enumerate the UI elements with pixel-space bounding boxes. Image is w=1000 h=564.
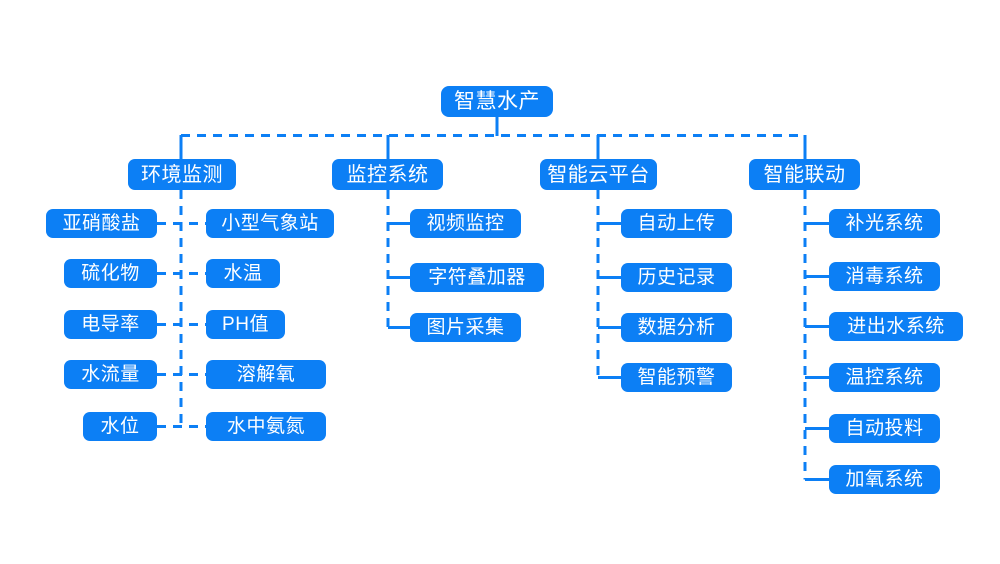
node-leaf-jinchushui-xitong[interactable]: 进出水系统 [829, 312, 963, 341]
node-leaf-jiayang-xitong[interactable]: 加氧系统 [829, 465, 940, 494]
node-leaf-rongjieyang[interactable]: 溶解氧 [206, 360, 326, 389]
node-leaf-shuiwen[interactable]: 水温 [206, 259, 280, 288]
node-leaf-shuizhong-andan[interactable]: 水中氨氮 [206, 412, 326, 441]
node-leaf-ph-zhi[interactable]: PH值 [206, 310, 285, 339]
node-leaf-shuiwei[interactable]: 水位 [83, 412, 157, 441]
node-leaf-liuhuawu[interactable]: 硫化物 [64, 259, 157, 288]
node-leaf-wenkong-xitong[interactable]: 温控系统 [829, 363, 940, 392]
node-branch-zhineng-yunpingtai[interactable]: 智能云平台 [540, 159, 657, 190]
node-leaf-buguang-xitong[interactable]: 补光系统 [829, 209, 940, 238]
node-leaf-diandaolv[interactable]: 电导率 [64, 310, 157, 339]
node-branch-zhineng-liandong[interactable]: 智能联动 [749, 159, 860, 190]
node-leaf-shuju-fenxi[interactable]: 数据分析 [621, 313, 732, 342]
node-leaf-yaxiaosuanyan[interactable]: 亚硝酸盐 [46, 209, 157, 238]
node-leaf-shipin-jiankong[interactable]: 视频监控 [410, 209, 521, 238]
node-leaf-zifu-diejiaqi[interactable]: 字符叠加器 [410, 263, 544, 292]
node-leaf-tupian-caiji[interactable]: 图片采集 [410, 313, 521, 342]
node-leaf-zidong-touliao[interactable]: 自动投料 [829, 414, 940, 443]
node-branch-huanjing-jiance[interactable]: 环境监测 [128, 159, 236, 190]
node-leaf-xiaodu-xitong[interactable]: 消毒系统 [829, 262, 940, 291]
node-branch-jiankong-xitong[interactable]: 监控系统 [332, 159, 443, 190]
node-leaf-zhineng-yujing[interactable]: 智能预警 [621, 363, 732, 392]
node-leaf-lishi-jilu[interactable]: 历史记录 [621, 263, 732, 292]
node-leaf-xiaoxing-qixiangzhan[interactable]: 小型气象站 [206, 209, 334, 238]
node-root[interactable]: 智慧水产 [441, 86, 553, 117]
node-leaf-zidong-shangchuan[interactable]: 自动上传 [621, 209, 732, 238]
node-leaf-shuiliuliang[interactable]: 水流量 [64, 360, 157, 389]
